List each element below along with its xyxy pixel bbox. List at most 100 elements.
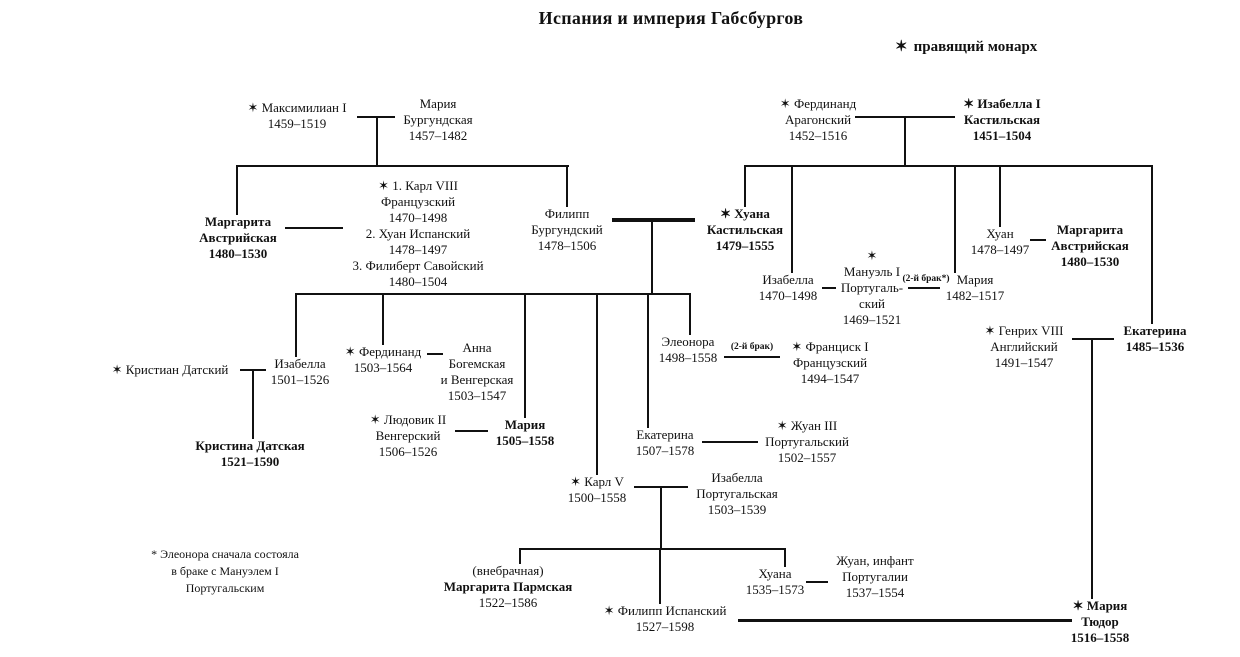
connector-v-ferdinand-down — [904, 116, 906, 167]
person-text-line: 1480–1504 — [388, 274, 448, 289]
connector-m-filipp-khuana — [612, 218, 695, 222]
connector-m-izabella-manuel — [822, 287, 836, 289]
person-text-line: Австрийская — [1051, 238, 1129, 253]
person-text-line: Французский — [380, 194, 456, 209]
person-text-line: 1500–1558 — [567, 490, 627, 505]
person-text-line: ✶ Генрих VIII — [984, 323, 1064, 338]
person-text-line: Тюдор — [1081, 614, 1119, 629]
connector-m-khuana-zhuan-infant — [806, 581, 828, 583]
connector-v-ferdinand-1503 — [382, 293, 384, 345]
connector-bar-karl-children — [519, 548, 786, 550]
person-text-line: ✶ Хуана — [720, 206, 770, 221]
person-text-line: Мария — [504, 417, 546, 432]
person-text-line: Мария — [419, 96, 457, 111]
person-text-line: Хуана — [758, 566, 792, 581]
connector-m-ferdinand-anna — [427, 353, 443, 355]
footnote-line: в браке с Мануэлем I — [171, 564, 279, 578]
connector-v-margarita-parmskaya — [519, 548, 521, 564]
person-text-line: и Венгерская — [440, 372, 514, 387]
person-text-line: Португалии — [842, 569, 908, 584]
person-text-line: 1505–1558 — [495, 433, 555, 448]
connector-v-filipp-ispansky — [659, 548, 661, 604]
person-text-line: Кристина Датская — [195, 438, 305, 453]
person-text-line: 1485–1536 — [1125, 339, 1185, 354]
person-text-line: Богемская — [448, 356, 506, 371]
person-text-line: Португальский — [765, 434, 849, 449]
person-text-line: ✶ Изабелла I — [963, 96, 1041, 111]
person-text-line: Маргарита Пармская — [443, 579, 573, 594]
person-text-line: 1480–1530 — [1060, 254, 1120, 269]
person-text-line: 1478–1497 — [388, 242, 448, 257]
person-text-line: 2. Хуан Испанский — [365, 226, 471, 241]
person-text-line: 1470–1498 — [388, 210, 448, 225]
person-text-line: Жуан, инфант — [836, 553, 914, 568]
person-text-line: Филипп — [544, 206, 590, 221]
person-text-line: Кастильская — [963, 112, 1041, 127]
person-text-line: 1470–1498 — [758, 288, 818, 303]
connector-v-margarita-avstriyskaya — [236, 165, 238, 215]
person-text-line: 1535–1573 — [745, 582, 805, 597]
connector-m-ekaterina-zhuan-iii — [702, 441, 758, 443]
person-text-line: 1494–1547 — [800, 371, 860, 386]
person-text-line: ✶ Мария — [1072, 598, 1128, 613]
person-text-line: 1503–1564 — [353, 360, 413, 375]
person-text-line: Екатерина — [1123, 323, 1187, 338]
person-text-line: ✶ 1. Карл VIII — [378, 178, 458, 193]
connector-v-izabella-1501 — [295, 293, 297, 357]
connector-v-maria-1482 — [954, 165, 956, 273]
connector-m-filipp-maria-tyudor — [738, 619, 1072, 622]
person-text-line: 1501–1526 — [270, 372, 330, 387]
connector-m-eleonora-frantsisk — [724, 356, 780, 358]
connector-v-khuana-kastilskaya — [744, 165, 746, 207]
person-text-line: Бургундский — [531, 222, 603, 237]
person-text-line: 1521–1590 — [220, 454, 280, 469]
person-text-line: Изабелла — [711, 470, 763, 485]
person-text-line: Португаль- — [840, 280, 904, 295]
person-text-line: ✶ — [866, 248, 878, 263]
person-kristian-datsky: ✶ Кристиан Датский — [95, 362, 245, 378]
label-second-marriage-manuel: (2-й брак*) — [902, 274, 950, 284]
connector-v-izabella-1470 — [791, 165, 793, 273]
person-text-line: 1503–1547 — [447, 388, 507, 403]
person-text-line: 1516–1558 — [1070, 630, 1130, 645]
person-text-line: ✶ Кристиан Датский — [111, 362, 229, 377]
diagram-title: Испания и империя Габсбургов — [538, 8, 804, 28]
person-text-line: 1506–1526 — [378, 444, 438, 459]
connector-m-margarita-husbands — [285, 227, 343, 229]
person-text-line: 1480–1530 — [208, 246, 268, 261]
legend: ✶правящий монарх — [895, 37, 1037, 56]
person-text-line: Маргарита — [204, 214, 272, 229]
person-text-line: ✶ Жуан III — [776, 418, 838, 433]
person-text-line: 1527–1598 — [635, 619, 695, 634]
person-text-line: Екатерина — [636, 427, 694, 442]
person-text-line: ✶ Максимилиан I — [247, 100, 347, 115]
person-text-line: ✶ Филипп Испанский — [603, 603, 727, 618]
connector-bar-maximilian-children — [236, 165, 569, 167]
connector-v-kristina-datskaya — [252, 369, 254, 439]
person-text-line: 1522–1586 — [478, 595, 538, 610]
person-text-line: 1457–1482 — [408, 128, 468, 143]
person-text-line: ский — [859, 296, 885, 311]
connector-v-ekaterina-1485 — [1151, 165, 1153, 324]
connector-m-khuan-margarita — [1030, 239, 1046, 241]
person-text-line: Бургундская — [403, 112, 473, 127]
person-text-line: Австрийская — [199, 230, 277, 245]
person-text-line: ✶ Фердинанд — [344, 344, 422, 359]
label-second-marriage-eleonora: (2-й брак) — [730, 342, 774, 352]
person-text-line: (внебрачная) — [472, 563, 544, 578]
